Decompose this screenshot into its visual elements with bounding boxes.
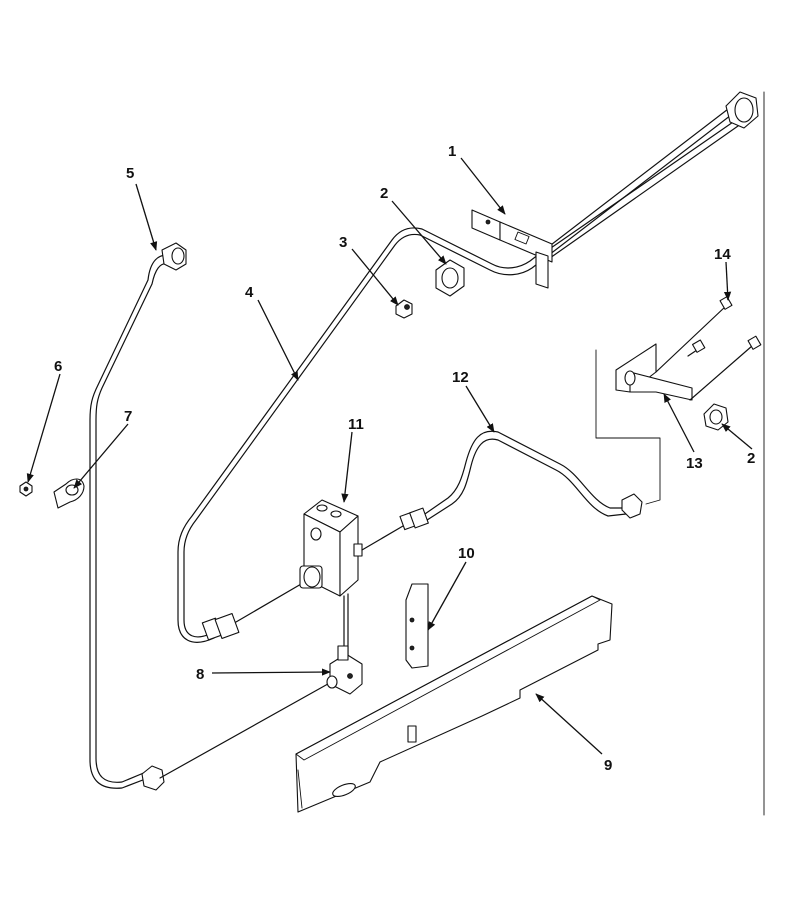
bolt-middle xyxy=(691,339,706,353)
callout-14: 14 xyxy=(714,246,731,263)
leader-10 xyxy=(427,561,467,631)
leader-9 xyxy=(535,693,603,755)
tube-12 xyxy=(399,430,643,531)
leader-8 xyxy=(211,668,331,676)
valve-11 xyxy=(299,499,363,597)
tube-12-right-nut xyxy=(621,493,643,519)
leader-1 xyxy=(460,157,506,215)
leader-13 xyxy=(663,393,695,453)
callout-3: 3 xyxy=(339,234,347,251)
callout-2-right: 2 xyxy=(747,450,755,467)
leader-14 xyxy=(723,261,732,301)
leader-4 xyxy=(257,299,299,381)
callout-9: 9 xyxy=(604,757,612,774)
tube-4-top-nut xyxy=(725,91,759,129)
callout-6: 6 xyxy=(54,358,62,375)
leader-11 xyxy=(341,431,353,503)
tube-5 xyxy=(89,242,336,791)
clamp-7 xyxy=(53,478,85,509)
callout-12: 12 xyxy=(452,369,469,386)
bracket-10 xyxy=(405,583,429,669)
screw-6 xyxy=(19,481,33,497)
callout-8: 8 xyxy=(196,666,204,683)
leader-2b xyxy=(721,423,753,450)
pilot-8 xyxy=(326,645,363,695)
bracket-1 xyxy=(471,209,553,289)
leader-2a xyxy=(391,200,447,265)
callout-7: 7 xyxy=(124,408,132,425)
leader-12 xyxy=(465,385,495,433)
tube-5-bottom-nut xyxy=(141,765,165,791)
tube-12-left-fitting xyxy=(399,507,429,531)
callout-4: 4 xyxy=(245,284,254,301)
bolt-right xyxy=(747,335,762,350)
bolt-14-top xyxy=(719,296,733,310)
callout-10: 10 xyxy=(458,545,475,562)
callout-11: 11 xyxy=(348,416,364,433)
tube-4 xyxy=(177,91,759,643)
callout-13: 13 xyxy=(686,455,703,472)
tube-4-bottom-fitting xyxy=(201,612,240,641)
leader-6 xyxy=(26,373,61,483)
leader-3 xyxy=(351,248,399,306)
panel-9 xyxy=(295,595,613,813)
callout-5: 5 xyxy=(126,165,134,182)
bracket-13-assembly xyxy=(595,296,762,505)
tube-5-top-nut xyxy=(161,242,187,271)
callout-leaders xyxy=(26,157,753,755)
leader-5 xyxy=(135,183,158,251)
callout-labels: 1 2 2 3 4 5 6 7 8 9 10 11 12 13 14 xyxy=(54,143,755,774)
leader-7 xyxy=(73,423,129,489)
orifice-3 xyxy=(395,299,413,319)
callout-2-upper: 2 xyxy=(380,185,388,202)
callout-1: 1 xyxy=(448,143,456,160)
nut-2-upper xyxy=(435,259,465,297)
